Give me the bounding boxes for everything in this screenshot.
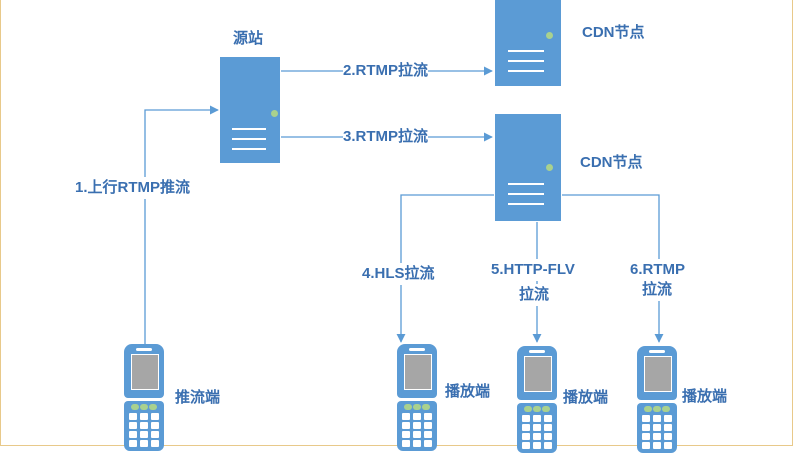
edge-step3-label: 3.RTMP拉流 (343, 126, 429, 148)
cdn-node-top (495, 0, 561, 86)
server-slot-icon (508, 203, 544, 205)
edge-step5-label-line1: 5.HTTP-FLV (491, 259, 575, 281)
edge-step4-label: 4.HLS拉流 (362, 263, 435, 285)
server-slot-icon (508, 193, 544, 195)
cdn-mid-label: CDN节点 (580, 154, 643, 171)
player-rtmp-label: 播放端 (682, 388, 728, 405)
player-flv-label: 播放端 (563, 389, 609, 406)
origin-label: 源站 (233, 30, 264, 47)
status-led-icon (546, 32, 553, 39)
edge-step1 (144, 105, 219, 345)
edge-step2-label: 2.RTMP拉流 (343, 60, 429, 82)
edge-step5-label-line2: 拉流 (519, 284, 550, 306)
edge-step6-label-line1: 6.RTMP (630, 259, 686, 281)
cdn-top-label: CDN节点 (582, 24, 645, 41)
player-hls-label: 播放端 (445, 383, 491, 400)
server-slot-icon (232, 138, 266, 140)
edge-step6-label-line2: 拉流 (642, 279, 673, 301)
cdn-node-mid (495, 114, 561, 221)
server-slot-icon (508, 70, 544, 72)
pusher-label: 推流端 (175, 389, 221, 406)
edge-step4 (396, 194, 494, 343)
server-slot-icon (508, 183, 544, 185)
edge-step1-label: 1.上行RTMP推流 (75, 177, 191, 199)
status-led-icon (271, 110, 278, 117)
origin-server (220, 57, 280, 163)
server-slot-icon (232, 128, 266, 130)
server-slot-icon (232, 148, 266, 150)
server-slot-icon (508, 60, 544, 62)
status-led-icon (546, 164, 553, 171)
server-slot-icon (508, 50, 544, 52)
